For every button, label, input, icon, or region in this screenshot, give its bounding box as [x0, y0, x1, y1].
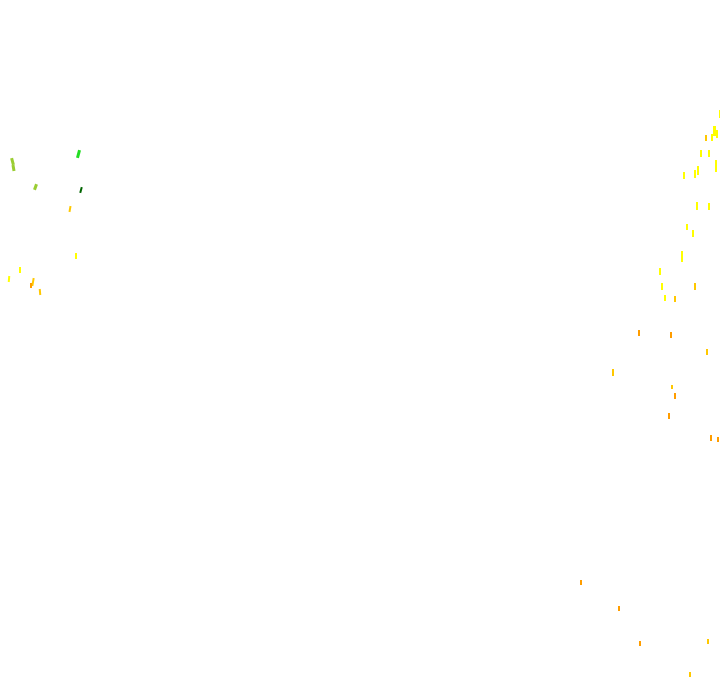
mark-yellow-3	[19, 267, 21, 273]
mark-orange-4	[674, 393, 676, 399]
mark-orange-6	[710, 435, 712, 441]
mark-lime-3	[33, 183, 38, 191]
mark-orange-3	[670, 332, 672, 338]
mark-amber-3	[38, 288, 42, 296]
mark-amber-4	[674, 296, 676, 302]
mark-yellow-13	[683, 172, 685, 179]
mark-yellow-9	[708, 150, 710, 157]
mark-amber-8	[707, 639, 709, 644]
mark-amber-11	[671, 385, 673, 389]
mark-amber-1	[68, 205, 72, 213]
mark-orange-1	[30, 283, 32, 288]
mark-amber-7	[612, 369, 614, 376]
mark-yellow-6	[716, 130, 718, 138]
mark-yellow-16	[686, 224, 688, 230]
mark-yellow-18	[681, 251, 683, 262]
mark-yellow-7	[711, 134, 713, 141]
mark-yellow-21	[664, 295, 666, 301]
mark-lime-2	[11, 164, 16, 172]
mark-lime-1	[10, 157, 15, 166]
mark-yellow-20	[661, 283, 663, 290]
mark-dark-green-1	[79, 186, 83, 194]
mark-amber-2	[31, 277, 35, 287]
mark-amber-5	[694, 283, 696, 290]
mark-yellow-11	[715, 160, 717, 172]
mark-amber-9	[689, 672, 691, 677]
mark-orange-10	[717, 437, 719, 442]
mark-amber-6	[706, 349, 708, 355]
mark-yellow-10	[697, 166, 699, 175]
mark-yellow-8	[700, 150, 702, 157]
mark-amber-10	[705, 135, 707, 141]
mark-yellow-15	[708, 203, 710, 210]
mark-orange-8	[618, 606, 620, 611]
mark-yellow-1	[75, 253, 77, 259]
mark-yellow-17	[692, 230, 694, 237]
mark-orange-2	[638, 330, 640, 336]
mark-yellow-2	[7, 275, 11, 283]
mark-yellow-5	[713, 126, 716, 136]
mark-green-1	[76, 149, 81, 159]
mark-orange-7	[580, 580, 582, 585]
mark-yellow-19	[659, 268, 661, 275]
mark-yellow-12	[694, 170, 696, 178]
mark-orange-5	[668, 413, 670, 419]
mark-orange-9	[639, 641, 641, 646]
mark-yellow-14	[696, 202, 698, 210]
